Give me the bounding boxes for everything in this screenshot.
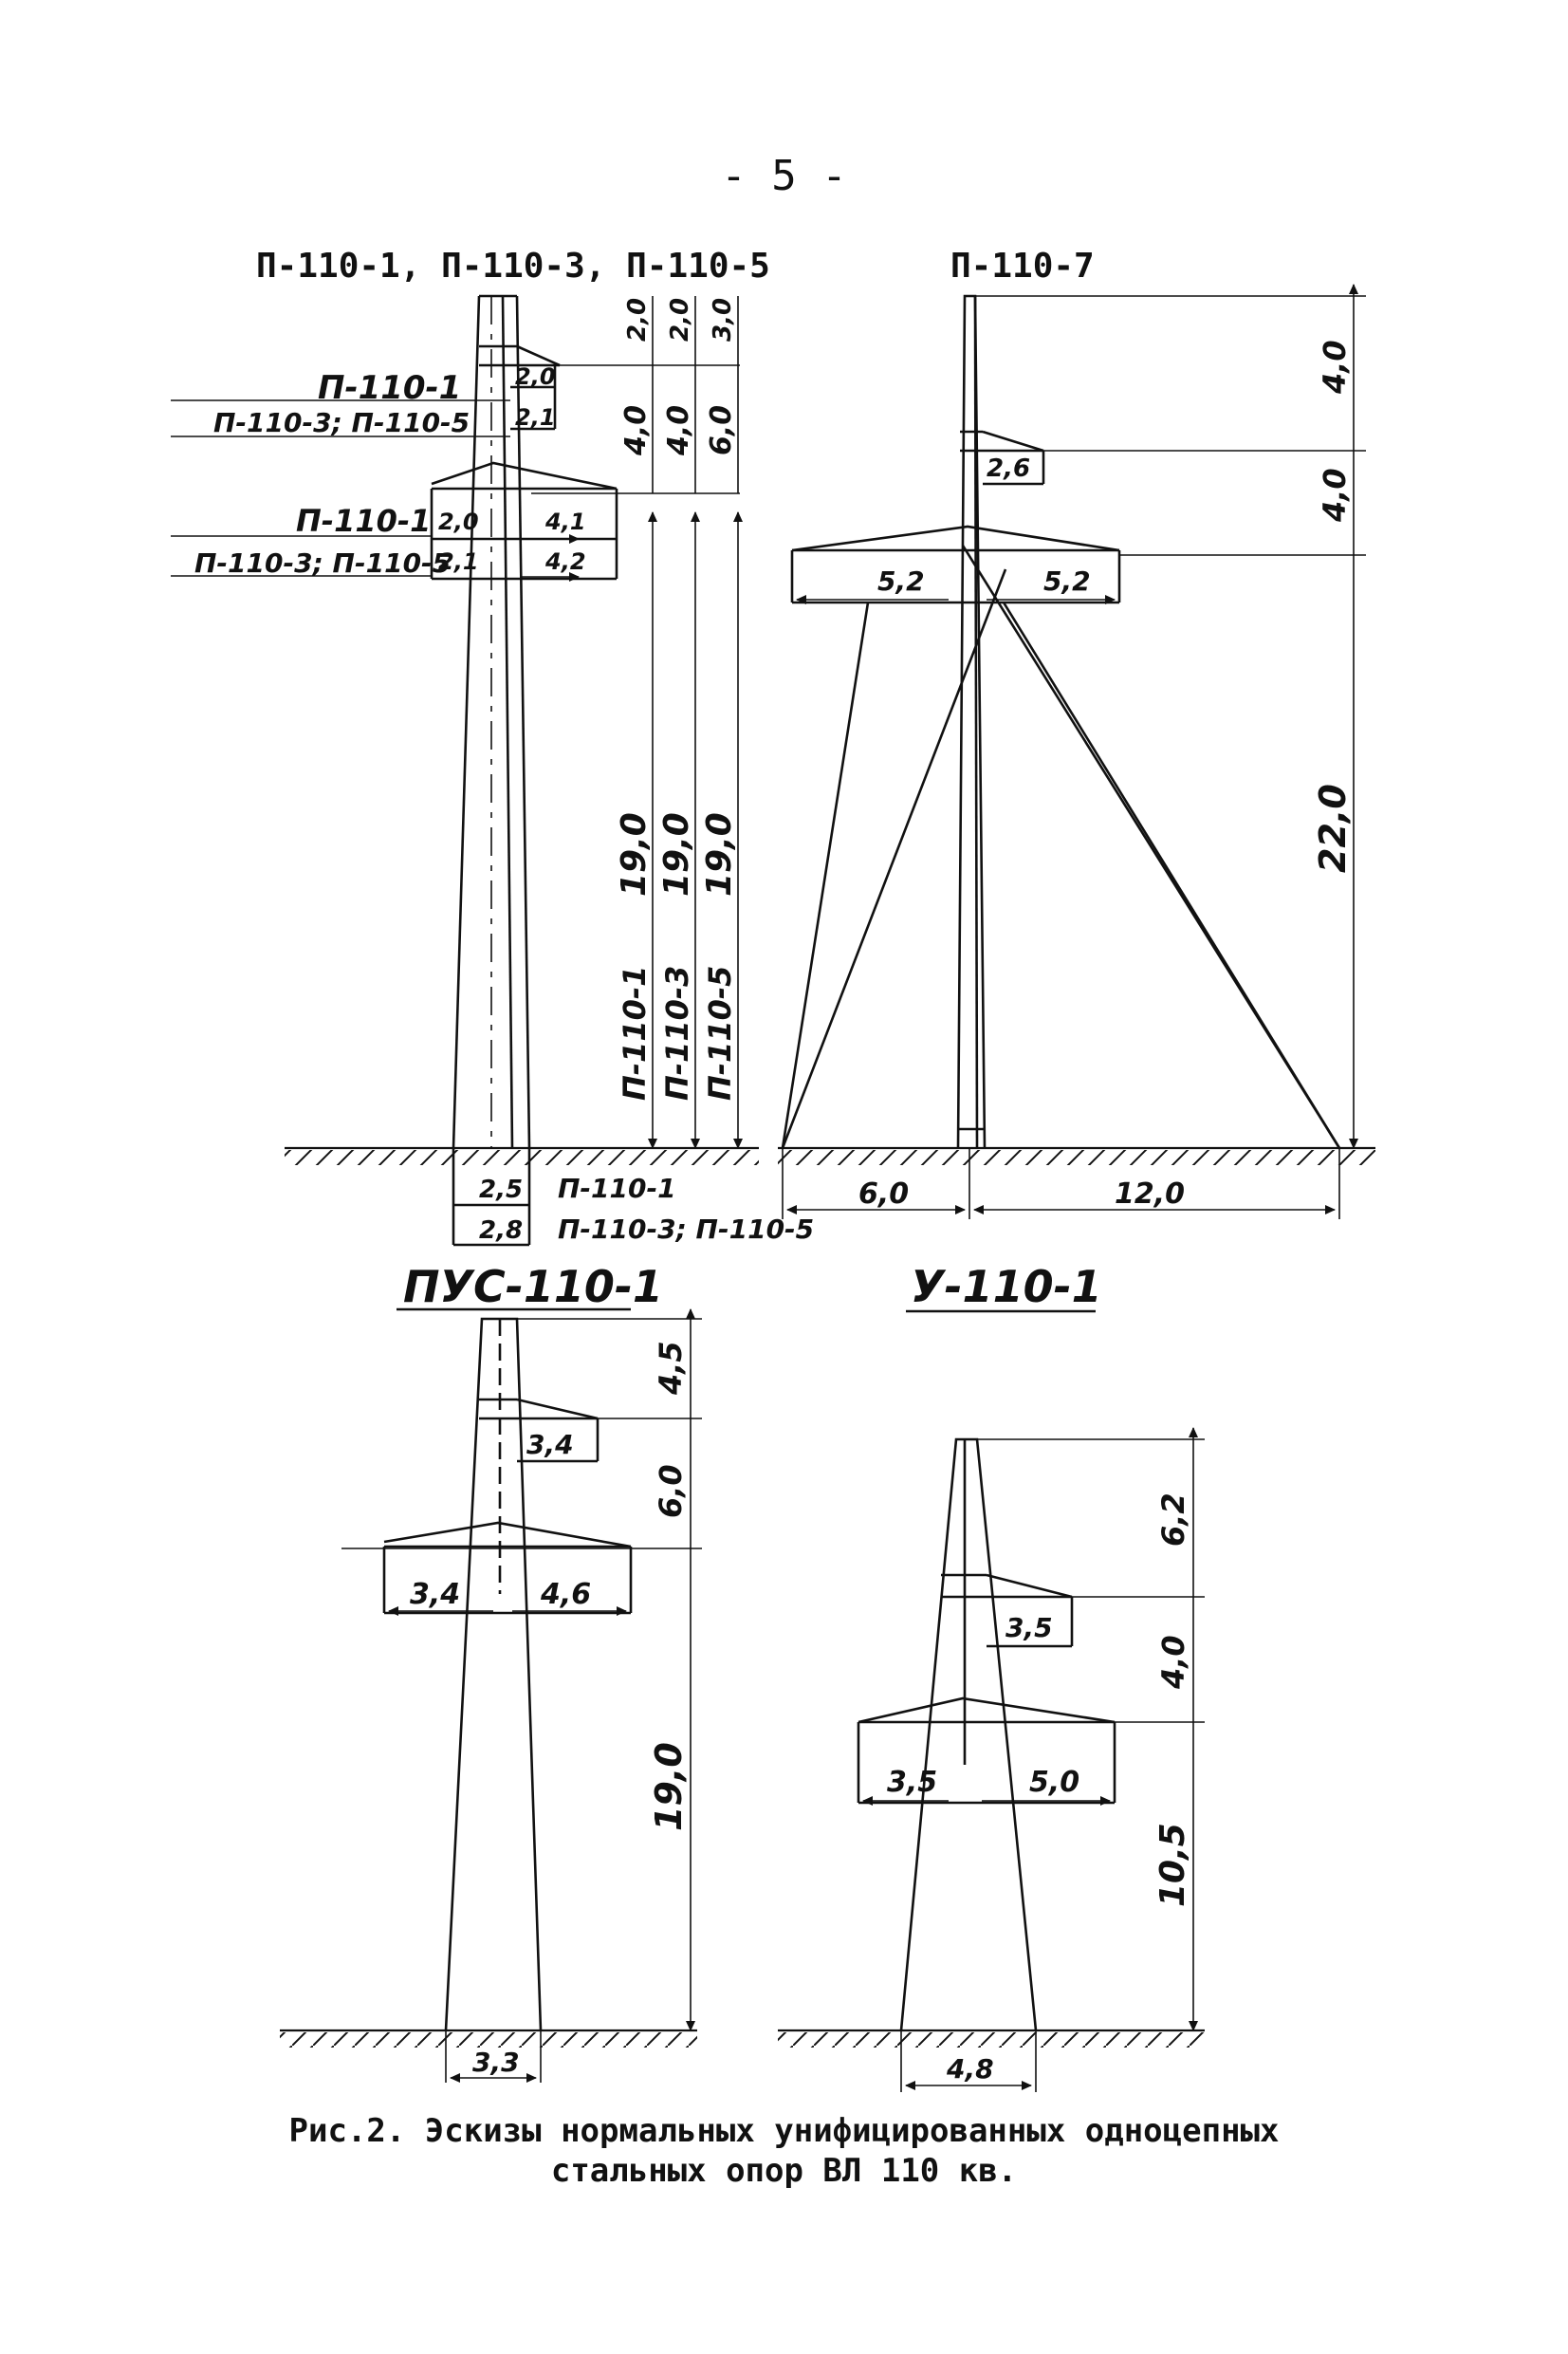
- u110-lower-left: 3,5: [887, 1766, 937, 1799]
- pus110-lower-right: 4,6: [540, 1578, 591, 1611]
- p110-lower-left-p35: 2,1: [438, 548, 479, 575]
- p110-7-h-low: 22,0: [1312, 784, 1354, 873]
- p110-base-p35-label: П-110-3; П-110-5: [558, 1214, 814, 1245]
- p110-label-p1-lower: П-110-1: [296, 503, 431, 539]
- p110-mid-h3: 6,0: [705, 405, 738, 455]
- u110-ground: [778, 2029, 1205, 2048]
- tower-p110: [430, 294, 618, 1149]
- p110-7-h-mid: 4,0: [1317, 468, 1353, 523]
- panel-p110-title: П-110-1, П-110-3, П-110-5: [256, 247, 770, 286]
- p110-base-p1: 2,5: [479, 1176, 523, 1204]
- p110-base-p1-label: П-110-1: [558, 1173, 676, 1204]
- tower-p110-7: [781, 294, 1341, 1149]
- p110-low-h2: 19,0: [657, 812, 696, 897]
- pus110-base: 3,3: [472, 2047, 520, 2078]
- panel-p110-7-title: П-110-7: [950, 247, 1095, 286]
- p110-mid-h2: 4,0: [662, 405, 695, 456]
- panel-pus110-title: ПУС-110-1: [403, 1261, 663, 1312]
- p110-type2: П-110-3: [659, 966, 695, 1101]
- p110-top-h3: 3,0: [709, 298, 737, 342]
- u110-lower-right: 5,0: [1029, 1766, 1079, 1799]
- p110-low-h3: 19,0: [700, 812, 739, 897]
- u110-base: 4,8: [946, 2053, 994, 2085]
- p110-low-h1: 19,0: [615, 812, 654, 897]
- pus110-h-top: 4,5: [653, 1341, 689, 1396]
- pus110-h-mid: 6,0: [653, 1464, 689, 1518]
- p110-dimension-lines: [648, 296, 743, 1149]
- p110-7-lower-left: 5,2: [877, 565, 925, 597]
- tower-u110: [857, 1437, 1116, 2031]
- p110-label-p35-lower: П-110-3; П-110-5: [194, 547, 451, 579]
- p110-upper-arm-p1: 2,0: [515, 363, 556, 390]
- p110-base-p35: 2,8: [479, 1216, 523, 1245]
- u110-h-low: 10,5: [1153, 1823, 1192, 1907]
- tower-pus110: [382, 1317, 633, 2031]
- panel-u110-title: У-110-1: [911, 1261, 1102, 1312]
- p110-7-base-right: 12,0: [1115, 1177, 1185, 1211]
- caption-line-1: Рис.2. Эскизы нормальных унифицированных…: [288, 2112, 1280, 2150]
- p110-7-upper-arm: 2,6: [987, 454, 1030, 483]
- p110-7-h-top: 4,0: [1317, 340, 1353, 395]
- p110-ground: [285, 1146, 759, 1165]
- pus110-h-low: 19,0: [648, 1742, 690, 1831]
- page-number: - 5 -: [721, 152, 847, 200]
- p110-mid-h1: 4,0: [619, 405, 653, 456]
- u110-upper-arm: 3,5: [1005, 1612, 1053, 1643]
- p110-7-ground: [778, 1146, 1375, 1165]
- p110-7-base-left: 6,0: [858, 1177, 909, 1211]
- caption-line-2: стальных опор ВЛ 110 кв.: [550, 2152, 1018, 2190]
- p110-label-p35-upper: П-110-3; П-110-5: [213, 407, 470, 438]
- panel-pus110: ПУС-110-1 3,4 3,4 4,6 4,5 6,: [280, 1261, 702, 2083]
- u110-h-mid: 4,0: [1155, 1635, 1191, 1690]
- pus110-upper-arm: 3,4: [526, 1429, 574, 1460]
- pus110-lower-left: 3,4: [410, 1578, 460, 1611]
- p110-label-p1-upper: П-110-1: [318, 369, 461, 407]
- p110-type3: П-110-5: [702, 966, 738, 1101]
- u110-h-top: 6,2: [1155, 1492, 1191, 1547]
- figure-caption: Рис.2. Эскизы нормальных унифицированных…: [0, 2111, 1568, 2191]
- pus110-ground: [280, 2029, 697, 2048]
- p110-lower-right-p1: 4,1: [544, 509, 586, 535]
- p110-type1: П-110-1: [617, 966, 653, 1101]
- panel-p110: П-110-1, П-110-3, П-110-5 2,0 2,1: [171, 247, 814, 1247]
- p110-upper-arm-p35: 2,1: [515, 404, 556, 431]
- panel-p110-7: П-110-7 2,6 5,2 5,2: [778, 247, 1375, 1219]
- p110-lower-right-p35: 4,2: [544, 548, 586, 575]
- p110-top-h1: 2,0: [623, 298, 652, 342]
- p110-7-lower-right: 5,2: [1043, 565, 1091, 597]
- p110-lower-left-p1: 2,0: [438, 509, 479, 535]
- panel-u110: У-110-1 3,5 3,5 5,0 6,2 4,0: [778, 1261, 1205, 2092]
- p110-top-h2: 2,0: [666, 298, 694, 342]
